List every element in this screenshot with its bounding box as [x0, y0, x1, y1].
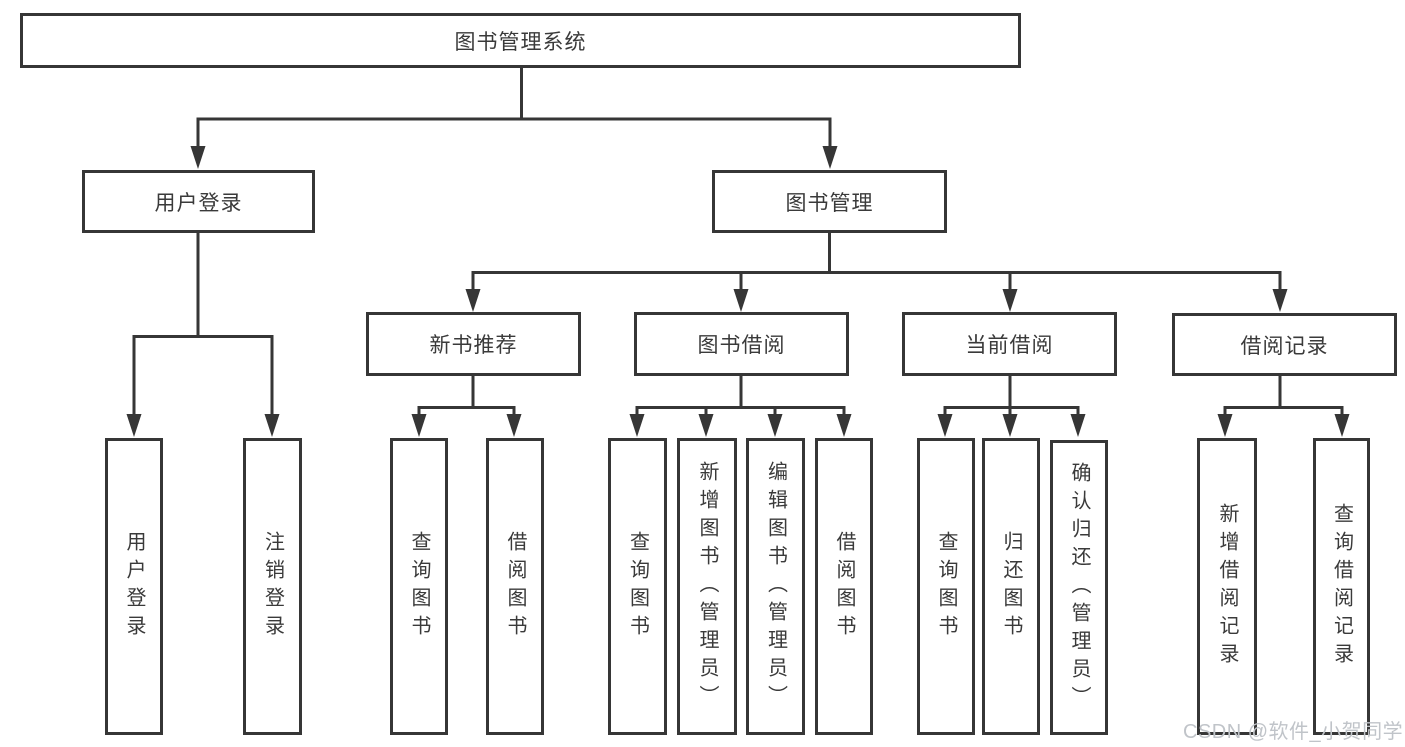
leaf-bb-query-books-label: 查询图书: [626, 530, 649, 643]
leaf-bb-add-books-label: 新增图书（管理员）: [696, 460, 718, 713]
leaf-bb-query-books: 查询图书: [608, 438, 667, 735]
node-root: 图书管理系统: [20, 13, 1021, 68]
leaf-cb-confirm-return-label: 确认归还（管理员）: [1068, 461, 1090, 714]
connector-book-mgmt-children: [471, 233, 1282, 307]
node-book-borrow-label: 图书借阅: [697, 334, 786, 357]
leaf-br-query-record: 查询借阅记录: [1313, 438, 1370, 735]
leaf-br-add-record: 新增借阅记录: [1197, 438, 1257, 735]
leaf-cb-query-books: 查询图书: [917, 438, 975, 735]
leaf-cb-return-books: 归还图书: [982, 438, 1040, 735]
leaf-bb-edit-books: 编辑图书（管理员）: [746, 438, 805, 735]
node-new-books-label: 新书推荐: [429, 334, 518, 357]
arrowhead-nb-query: [411, 414, 427, 437]
node-book-mgmt: 图书管理: [712, 170, 947, 233]
connector-current-borrow-children: [943, 376, 1080, 432]
arrowhead-leaf-logout: [264, 414, 280, 437]
arrowhead-leaf-user-login: [126, 414, 142, 437]
leaf-user-login-label: 用户登录: [123, 530, 145, 643]
leaf-cb-return-books-label: 归还图书: [1000, 530, 1022, 643]
node-book-mgmt-label: 图书管理: [785, 191, 874, 215]
arrowhead-new-books: [465, 289, 481, 312]
leaf-user-login: 用户登录: [105, 438, 163, 735]
arrowhead-cb-return: [1002, 414, 1018, 437]
csdn-watermark: CSDN @软件_小贺同学: [1183, 721, 1404, 743]
node-borrow-records-label: 借阅记录: [1240, 334, 1329, 358]
connector-borrow-records-children: [1223, 376, 1344, 432]
arrowhead-book-mgmt: [822, 146, 838, 169]
node-root-label: 图书管理系统: [454, 30, 587, 54]
connector-book-borrow-children: [635, 376, 846, 432]
arrowhead-br-add: [1217, 414, 1233, 437]
leaf-cb-query-books-label: 查询图书: [935, 530, 957, 643]
node-user-login-label: 用户登录: [154, 191, 243, 215]
node-user-login: 用户登录: [82, 170, 315, 233]
connector-user-login-children: [132, 233, 274, 432]
arrowhead-cb-confirm: [1070, 414, 1086, 437]
arrowhead-bb-query: [629, 414, 645, 437]
arrowhead-cb-query: [937, 414, 953, 437]
node-book-borrow: 图书借阅: [634, 312, 849, 376]
arrowhead-bb-borrow: [836, 414, 852, 437]
node-current-borrow: 当前借阅: [902, 312, 1117, 376]
leaf-cb-confirm-return: 确认归还（管理员）: [1050, 440, 1108, 735]
node-borrow-records: 借阅记录: [1172, 313, 1397, 376]
leaf-logout: 注销登录: [243, 438, 302, 735]
connector-root-to-level2: [196, 68, 832, 164]
arrowhead-bb-add: [698, 414, 714, 437]
leaf-nb-borrow-books: 借阅图书: [486, 438, 544, 735]
node-current-borrow-label: 当前借阅: [965, 334, 1054, 357]
arrowhead-book-borrow: [733, 289, 749, 312]
node-new-books: 新书推荐: [366, 312, 581, 376]
leaf-nb-query-books-label: 查询图书: [408, 530, 430, 643]
arrowhead-nb-borrow: [506, 414, 522, 437]
arrowhead-current-borrow: [1002, 289, 1018, 312]
leaf-bb-borrow-books: 借阅图书: [815, 438, 873, 735]
leaf-br-query-record-label: 查询借阅记录: [1330, 502, 1353, 671]
connector-new-books-children: [417, 376, 516, 432]
arrowhead-borrow-records: [1272, 289, 1288, 312]
leaf-bb-borrow-books-label: 借阅图书: [833, 530, 855, 643]
leaf-bb-add-books: 新增图书（管理员）: [677, 438, 737, 735]
leaf-bb-edit-books-label: 编辑图书（管理员）: [764, 460, 787, 713]
leaf-logout-label: 注销登录: [261, 530, 284, 643]
leaf-br-add-record-label: 新增借阅记录: [1216, 502, 1238, 671]
arrowhead-user-login: [190, 146, 206, 169]
leaf-nb-borrow-books-label: 借阅图书: [504, 530, 526, 643]
arrowhead-br-query: [1334, 414, 1350, 437]
arrowhead-bb-edit: [767, 414, 783, 437]
leaf-nb-query-books: 查询图书: [390, 438, 448, 735]
